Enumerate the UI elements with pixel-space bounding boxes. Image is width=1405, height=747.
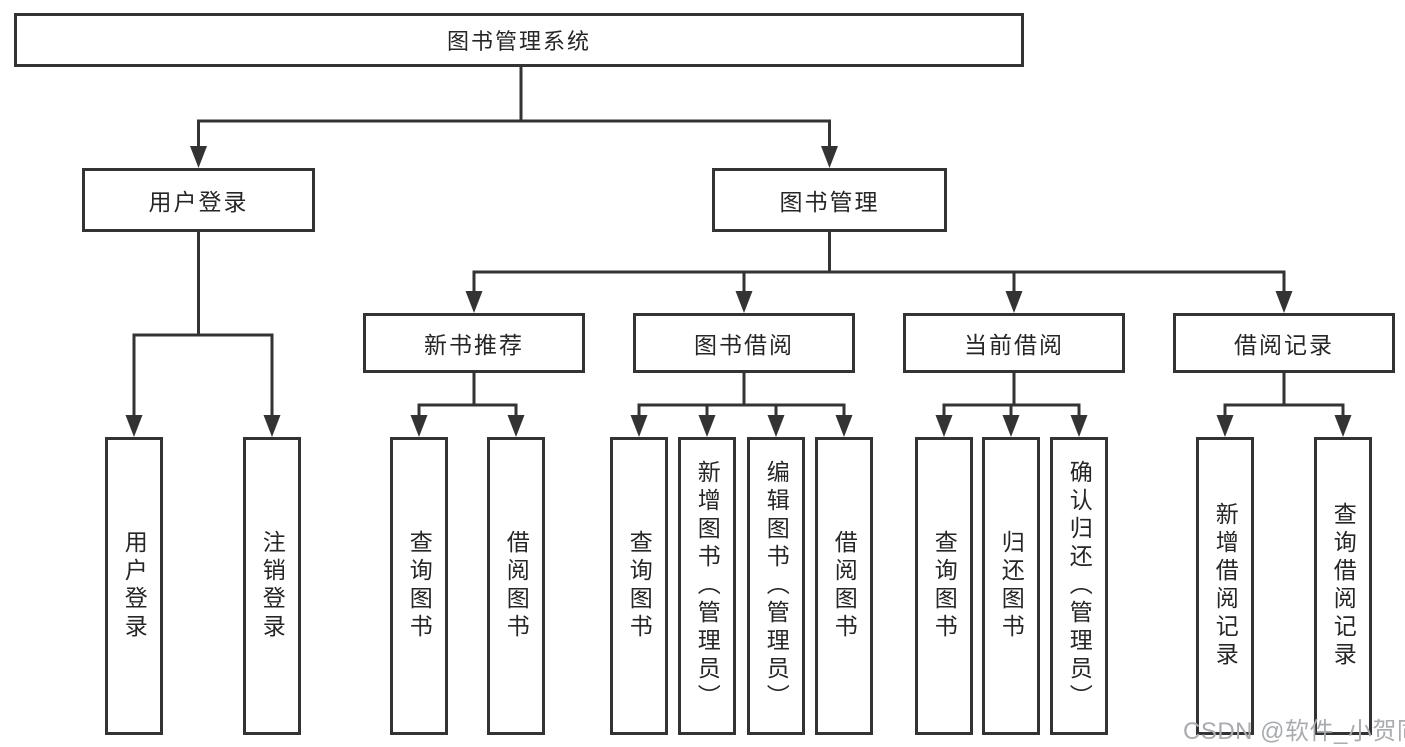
connector-book-borrow-to-leaves bbox=[630, 373, 853, 437]
arrowhead bbox=[1002, 415, 1020, 437]
arrowhead bbox=[410, 415, 428, 437]
arrowhead bbox=[125, 415, 143, 437]
node-leaf-nb-borrow-books: 借阅图书 bbox=[487, 437, 545, 735]
arrowhead bbox=[507, 415, 525, 437]
arrowhead bbox=[935, 415, 953, 437]
node-label: 图书管理系统 bbox=[446, 29, 591, 54]
node-label: 当前借阅 bbox=[964, 332, 1064, 358]
node-current-borrow: 当前借阅 bbox=[903, 313, 1125, 373]
node-leaf-nb-query-books: 查询图书 bbox=[390, 437, 448, 735]
node-label: 新增图书（管理员） bbox=[694, 460, 721, 712]
node-label: 注销登录 bbox=[259, 530, 286, 642]
node-new-book-recommend: 新书推荐 bbox=[363, 313, 585, 373]
node-label: 借阅图书 bbox=[503, 530, 530, 642]
arrowhead bbox=[767, 415, 785, 437]
node-label: 查询图书 bbox=[406, 530, 433, 642]
node-label: 编辑图书（管理员） bbox=[763, 460, 790, 712]
connector-user-login-to-leaves bbox=[125, 232, 281, 437]
connector-borrow-records-to-leaves bbox=[1216, 373, 1352, 437]
arrowhead bbox=[735, 291, 753, 313]
connector-book-management-to-level3 bbox=[465, 232, 1293, 313]
node-root-library-management-system: 图书管理系统 bbox=[14, 13, 1024, 67]
node-label: 查询借阅记录 bbox=[1330, 502, 1357, 670]
node-leaf-br-add-borrow-record: 新增借阅记录 bbox=[1196, 437, 1254, 735]
arrowhead bbox=[465, 291, 483, 313]
node-label: 用户登录 bbox=[148, 189, 249, 215]
node-leaf-user-login: 用户登录 bbox=[105, 437, 163, 735]
connector-current-borrow-to-leaves bbox=[935, 373, 1088, 437]
node-book-borrow: 图书借阅 bbox=[633, 313, 855, 373]
arrowhead bbox=[835, 415, 853, 437]
node-leaf-bb-query-books: 查询图书 bbox=[610, 437, 668, 735]
node-label: 图书管理 bbox=[779, 189, 880, 215]
node-label: 新增借阅记录 bbox=[1212, 502, 1239, 670]
node-leaf-bb-borrow-books: 借阅图书 bbox=[815, 437, 873, 735]
connector-new-book-recommend-to-leaves bbox=[410, 373, 525, 437]
arrowhead bbox=[263, 415, 281, 437]
arrowhead bbox=[630, 415, 648, 437]
csdn-watermark: CSDN @软件_小贺同学 bbox=[1183, 718, 1405, 745]
arrowhead bbox=[1216, 415, 1234, 437]
arrowhead bbox=[698, 415, 716, 437]
node-label: 归还图书 bbox=[998, 530, 1025, 642]
arrowhead bbox=[190, 146, 207, 168]
node-leaf-logout: 注销登录 bbox=[243, 437, 301, 735]
node-label: 查询图书 bbox=[626, 530, 653, 642]
connector-root-to-level2 bbox=[190, 67, 838, 168]
node-label: 新书推荐 bbox=[424, 332, 524, 358]
node-label: 用户登录 bbox=[121, 530, 148, 642]
node-leaf-bb-edit-books-admin: 编辑图书（管理员） bbox=[747, 437, 805, 735]
node-borrow-records: 借阅记录 bbox=[1173, 313, 1395, 373]
node-leaf-cb-return-books: 归还图书 bbox=[982, 437, 1040, 735]
node-book-management: 图书管理 bbox=[712, 168, 947, 232]
node-label: 借阅记录 bbox=[1234, 332, 1334, 358]
arrowhead bbox=[1275, 291, 1293, 313]
node-label: 图书借阅 bbox=[694, 332, 794, 358]
node-user-login: 用户登录 bbox=[82, 168, 315, 232]
node-leaf-cb-query-books: 查询图书 bbox=[915, 437, 973, 735]
node-label: 借阅图书 bbox=[831, 530, 858, 642]
node-leaf-br-query-borrow-record: 查询借阅记录 bbox=[1314, 437, 1372, 735]
node-leaf-bb-add-books-admin: 新增图书（管理员） bbox=[678, 437, 736, 735]
arrowhead bbox=[1070, 415, 1088, 437]
arrowhead bbox=[1334, 415, 1352, 437]
arrowhead bbox=[821, 146, 838, 168]
arrowhead bbox=[1005, 291, 1023, 313]
node-label: 确认归还（管理员） bbox=[1066, 460, 1093, 712]
node-leaf-cb-confirm-return-admin: 确认归还（管理员） bbox=[1050, 437, 1108, 735]
node-label: 查询图书 bbox=[931, 530, 958, 642]
